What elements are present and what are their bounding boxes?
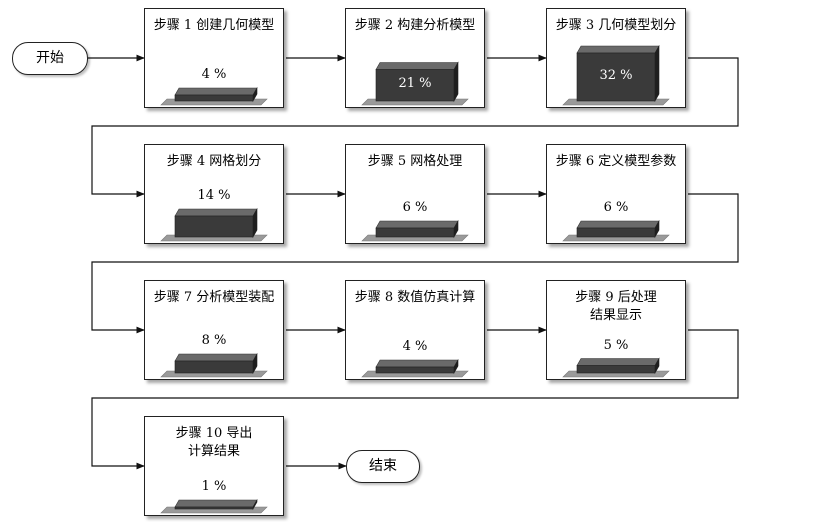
step-7-box: 步骤 7 分析模型装配 8 % (144, 280, 284, 380)
bar-top-face (174, 499, 258, 508)
arrow-step3-step4 (91, 57, 739, 198)
bar-top-face (576, 45, 660, 54)
step-8-box: 步骤 8 数值仿真计算 4 % (345, 280, 485, 380)
step-percent-bar (160, 86, 268, 106)
start-terminal: 开始 (12, 42, 88, 75)
step-percent-label: 4 % (201, 67, 227, 82)
step-percent-label: 8 % (201, 333, 227, 348)
step-percent-label: 1 % (201, 479, 227, 494)
step-9-box: 步骤 9 后处理 结果显示 5 % (546, 280, 686, 380)
step-4-box: 步骤 4 网格划分 14 % (144, 144, 284, 244)
bar-top-face (375, 359, 459, 368)
step-title: 步骤 1 创建几何模型 (153, 18, 275, 33)
bar-front-face (576, 52, 656, 102)
step-percent-label: 32 % (599, 68, 633, 83)
bar-top-face (174, 208, 258, 217)
step-title: 步骤 7 分析模型装配 (153, 290, 275, 305)
arrow-step6-step7 (91, 193, 739, 334)
bar-front-face (375, 366, 455, 374)
bar-front-face (576, 365, 656, 374)
step-3-box: 步骤 3 几何模型划分 32 % (546, 8, 686, 108)
bar-front-face (375, 69, 455, 102)
step-10-box: 步骤 10 导出 计算结果 1 % (144, 416, 284, 516)
bar-top-face (375, 220, 459, 229)
step-percent-bar (562, 357, 670, 378)
step-percent-bar (160, 498, 268, 514)
step-title: 步骤 5 网格处理 (367, 154, 463, 169)
bar-front-face (174, 94, 254, 102)
bar-front-face (174, 506, 254, 510)
step-title: 步骤 3 几何模型划分 (555, 18, 677, 33)
step-percent-bar (361, 61, 469, 106)
end-terminal: 结束 (346, 450, 420, 483)
step-title: 步骤 10 导出 计算结果 (175, 426, 253, 459)
bar-front-face (576, 227, 656, 238)
bar-top-face (375, 62, 459, 70)
start-label: 开始 (36, 50, 64, 66)
step-percent-bar (160, 352, 268, 378)
bar-front-face (375, 227, 455, 238)
bar-top-face (576, 220, 660, 229)
step-percent-label: 21 % (398, 76, 432, 92)
step-percent-bar (562, 44, 670, 106)
step-percent-label: 6 % (402, 200, 428, 215)
step-title: 步骤 4 网格划分 (166, 154, 262, 169)
step-title: 步骤 6 定义模型参数 (555, 154, 677, 169)
bar-front-face (174, 215, 254, 238)
step-percent-bar (562, 219, 670, 242)
step-percent-label: 6 % (603, 200, 629, 215)
step-percent-label: 4 % (402, 339, 428, 354)
step-percent-label: 5 % (603, 337, 629, 353)
bar-front-face (174, 360, 254, 374)
end-label: 结束 (369, 458, 397, 474)
step-1-box: 步骤 1 创建几何模型 4 % (144, 8, 284, 108)
step-title: 步骤 8 数值仿真计算 (354, 290, 476, 305)
arrow-step9-step10 (91, 329, 739, 470)
step-2-box: 步骤 2 构建分析模型 21 % (345, 8, 485, 108)
step-5-box: 步骤 5 网格处理 6 % (345, 144, 485, 244)
step-title: 步骤 2 构建分析模型 (354, 18, 476, 33)
step-percent-bar (160, 207, 268, 242)
step-6-box: 步骤 6 定义模型参数 6 % (546, 144, 686, 244)
step-percent-bar (361, 358, 469, 378)
bar-top-face (174, 353, 258, 362)
bar-top-face (174, 87, 258, 96)
bar-top-face (576, 358, 660, 366)
step-percent-bar (361, 219, 469, 242)
step-percent-label: 14 % (197, 188, 231, 203)
step-title: 步骤 9 后处理 结果显示 (575, 290, 657, 323)
